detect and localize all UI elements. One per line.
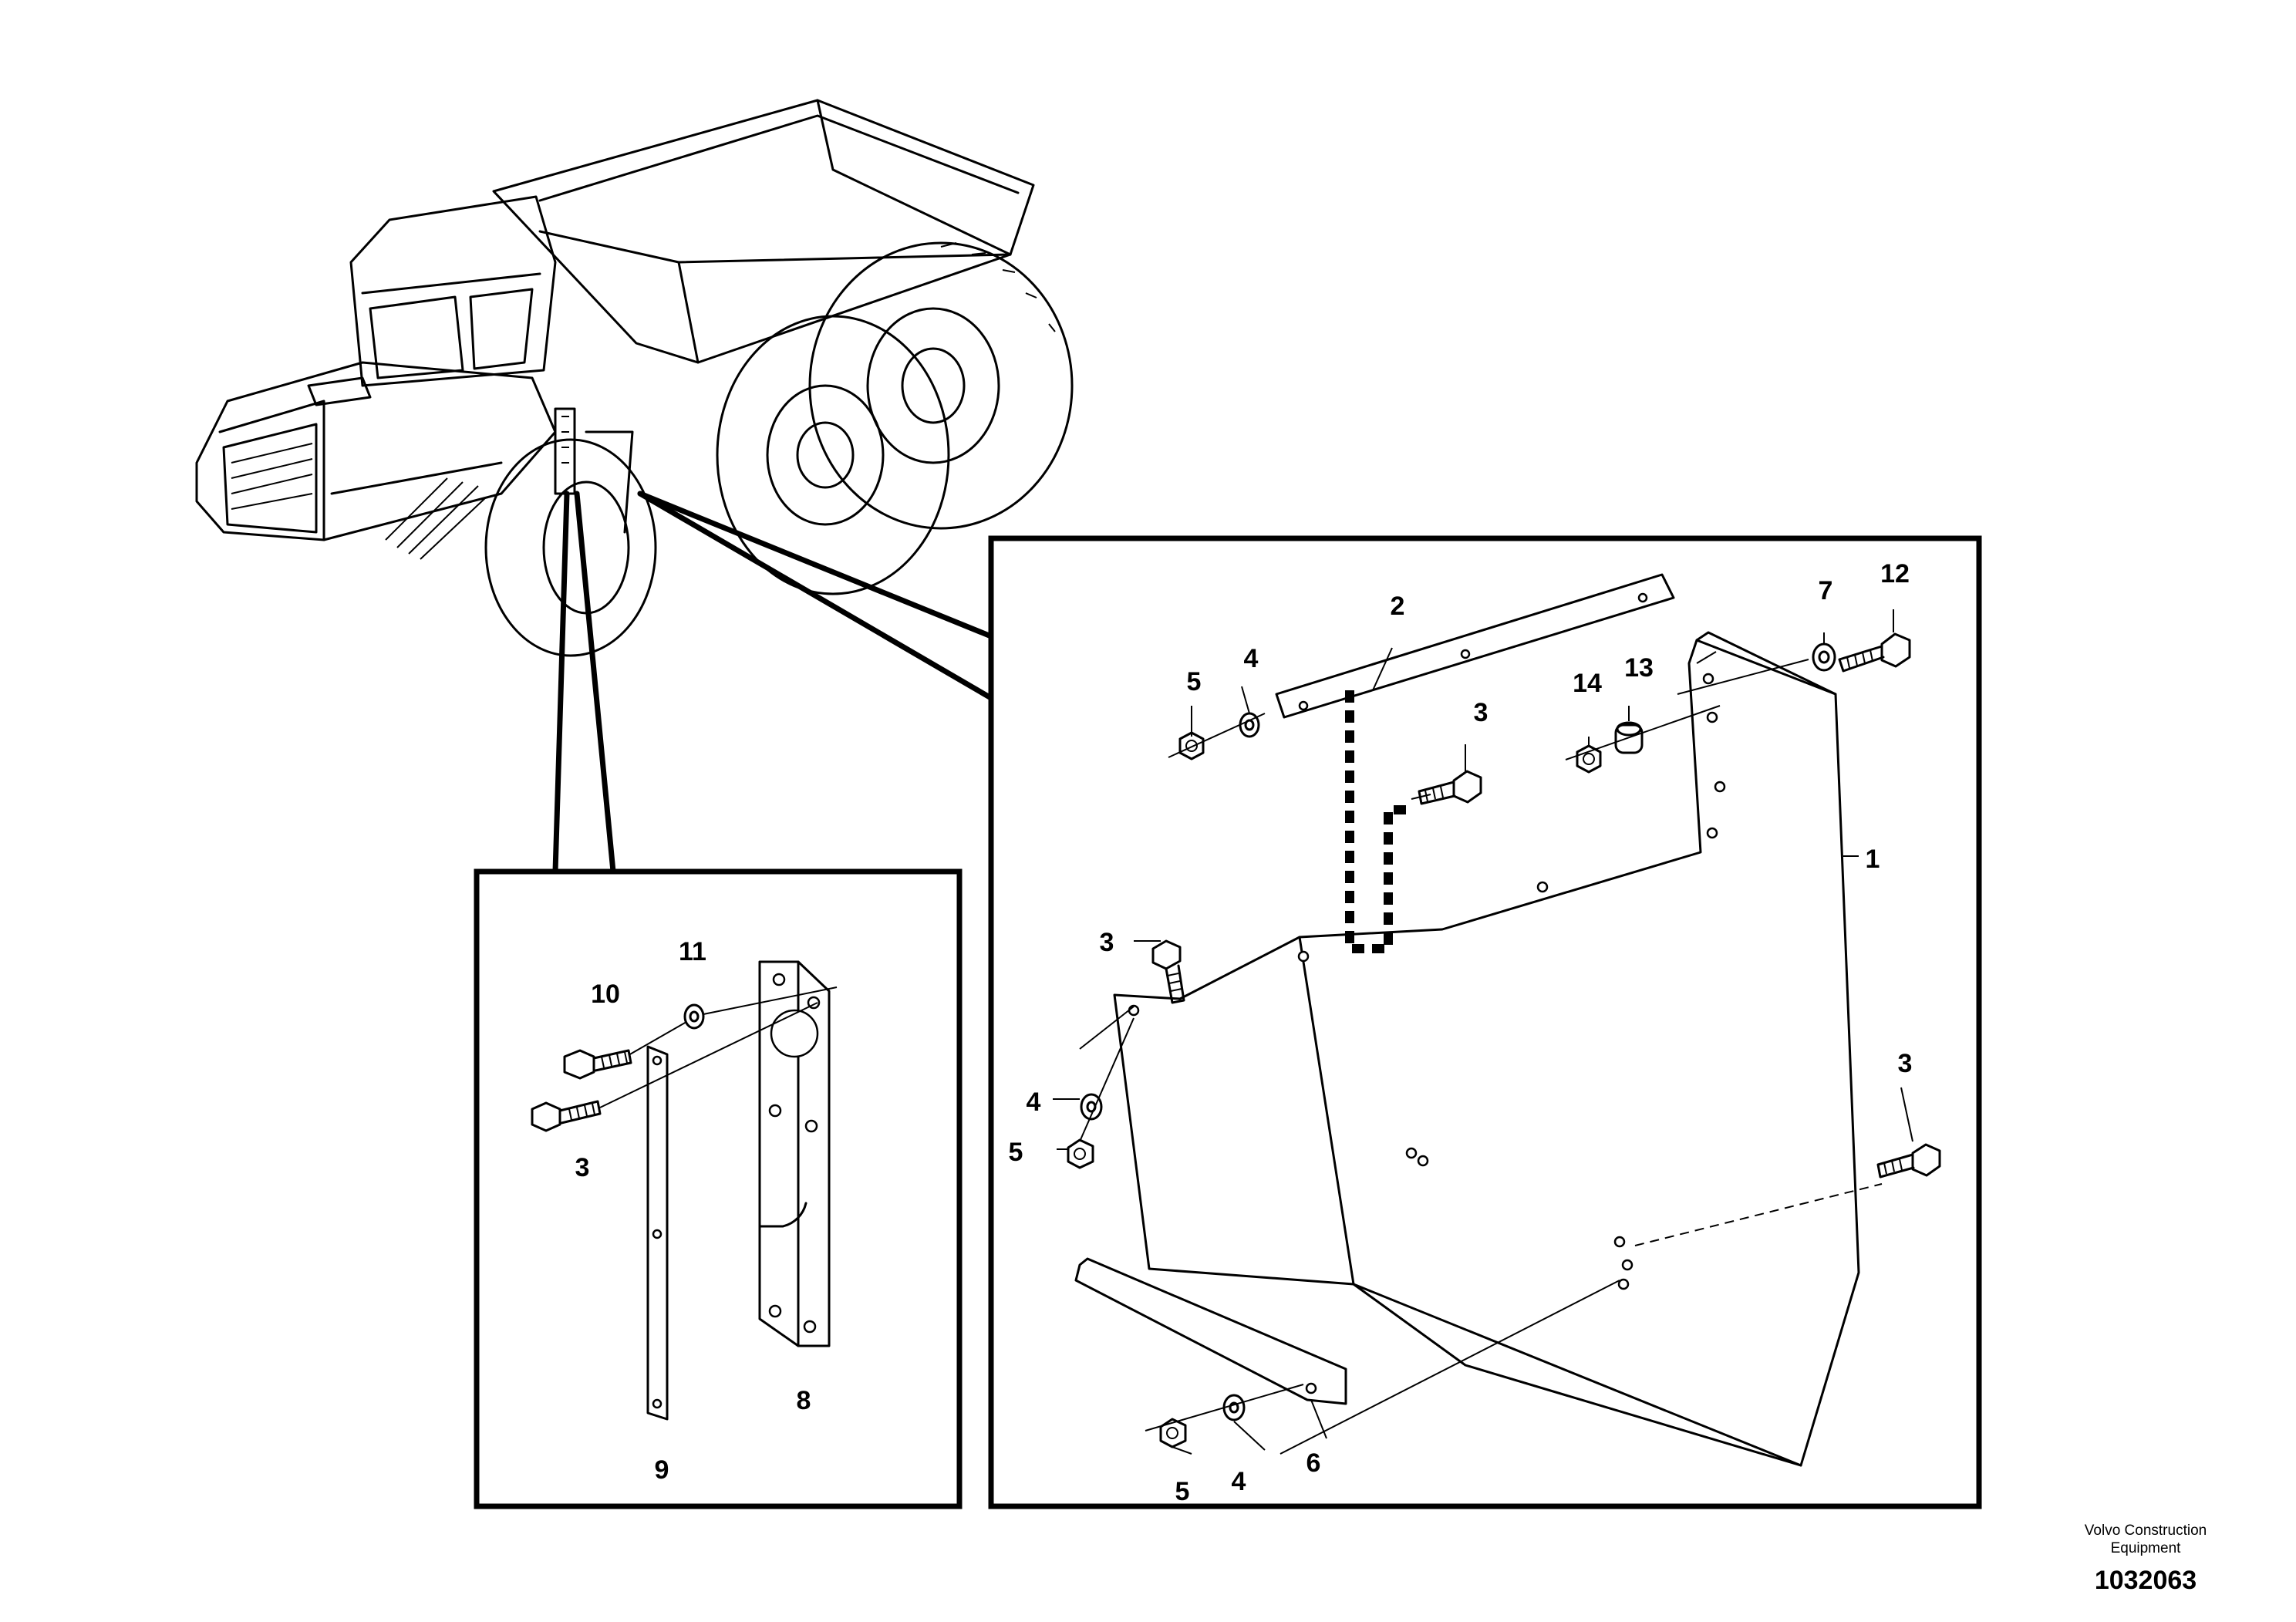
callout-5: 5 [1175, 1477, 1190, 1506]
spacer-13 [1614, 721, 1644, 754]
bracket-2 [1275, 573, 1675, 719]
bolt-3-upper-left [1151, 939, 1185, 1004]
document-number: 1032063 [2095, 1566, 2197, 1595]
washer-4-bottom [1222, 1394, 1246, 1421]
callout-3: 3 [1100, 928, 1114, 957]
bolt-3-right [1876, 1143, 1941, 1179]
callout-4: 4 [1232, 1467, 1246, 1496]
callout-14: 14 [1573, 669, 1602, 698]
callout-9: 9 [655, 1455, 669, 1485]
callout-3: 3 [1898, 1049, 1913, 1078]
callout-7: 7 [1819, 576, 1833, 605]
bolt-10 [563, 1049, 632, 1080]
callout-10: 10 [591, 980, 620, 1009]
bolt-3-top [1418, 770, 1482, 805]
callout-labels: 1 2 3 3 3 3 4 4 4 5 5 5 6 7 8 9 10 11 12… [575, 559, 1913, 1506]
callout-3: 3 [575, 1153, 590, 1182]
right-detail-parts [1053, 573, 1941, 1467]
brand-line-2: Equipment [2111, 1540, 2182, 1556]
strap-9 [646, 1045, 669, 1421]
callout-4: 4 [1027, 1088, 1041, 1117]
zoom-leader-lines [552, 491, 994, 875]
nut-5-mid [1067, 1138, 1094, 1169]
callout-5: 5 [1187, 667, 1202, 696]
callout-12: 12 [1880, 559, 1910, 588]
washer-4-mid [1080, 1093, 1103, 1121]
left-detail-parts [531, 960, 838, 1421]
callout-3: 3 [1474, 698, 1489, 727]
callout-4: 4 [1244, 644, 1259, 673]
callout-11: 11 [679, 937, 706, 966]
callout-6: 6 [1306, 1448, 1321, 1478]
callout-1: 1 [1866, 845, 1880, 874]
brand-line-1: Volvo Construction [2085, 1523, 2207, 1539]
washer-11 [683, 1003, 705, 1030]
articulated-hauler-illustration [195, 99, 1074, 657]
detail-frame-right [988, 535, 1982, 1509]
callout-2: 2 [1391, 592, 1405, 621]
nut-5-bottom [1159, 1418, 1187, 1448]
callout-5: 5 [1009, 1138, 1023, 1167]
guard-1 [1113, 631, 1860, 1467]
callout-13: 13 [1624, 653, 1654, 683]
footer: Volvo Construction Equipment 1032063 [2085, 1523, 2207, 1595]
bracket-6 [1074, 1257, 1347, 1405]
bolt-12 [1838, 632, 1911, 673]
callout-8: 8 [797, 1386, 811, 1415]
bolt-3-left [531, 1100, 602, 1132]
detail-frame-left [474, 868, 963, 1509]
